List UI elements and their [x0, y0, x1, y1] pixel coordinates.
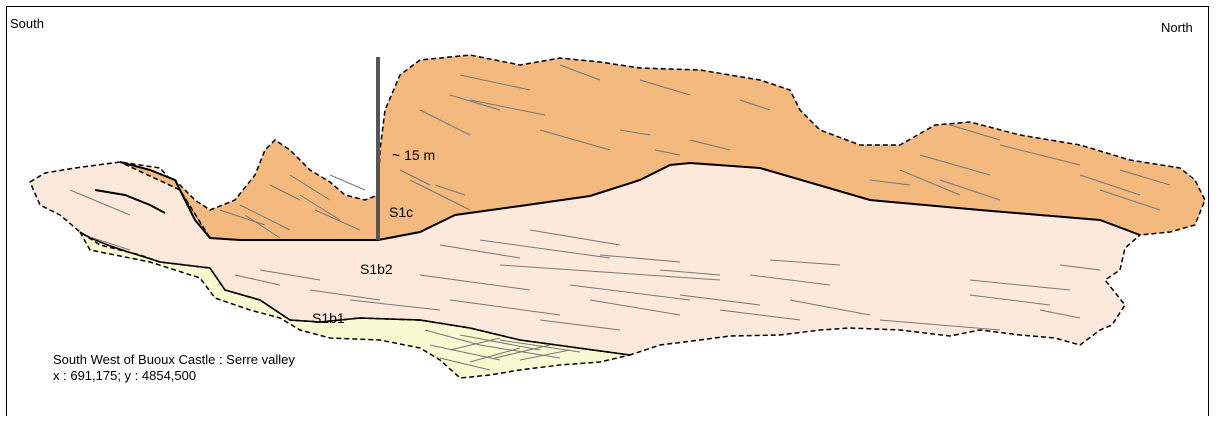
north-label: North: [1161, 20, 1193, 35]
caption-line-2: x : 691,175; y : 4854,500: [53, 368, 295, 384]
location-caption: South West of Buoux Castle : Serre valle…: [53, 352, 295, 384]
south-label: South: [10, 16, 44, 31]
caption-line-1: South West of Buoux Castle : Serre valle…: [53, 352, 295, 368]
unit-label-s1b2: S1b2: [360, 261, 393, 277]
unit-label-s1b1: S1b1: [312, 310, 345, 326]
scale-label: ~ 15 m: [392, 147, 435, 163]
unit-label-s1c: S1c: [389, 204, 413, 220]
